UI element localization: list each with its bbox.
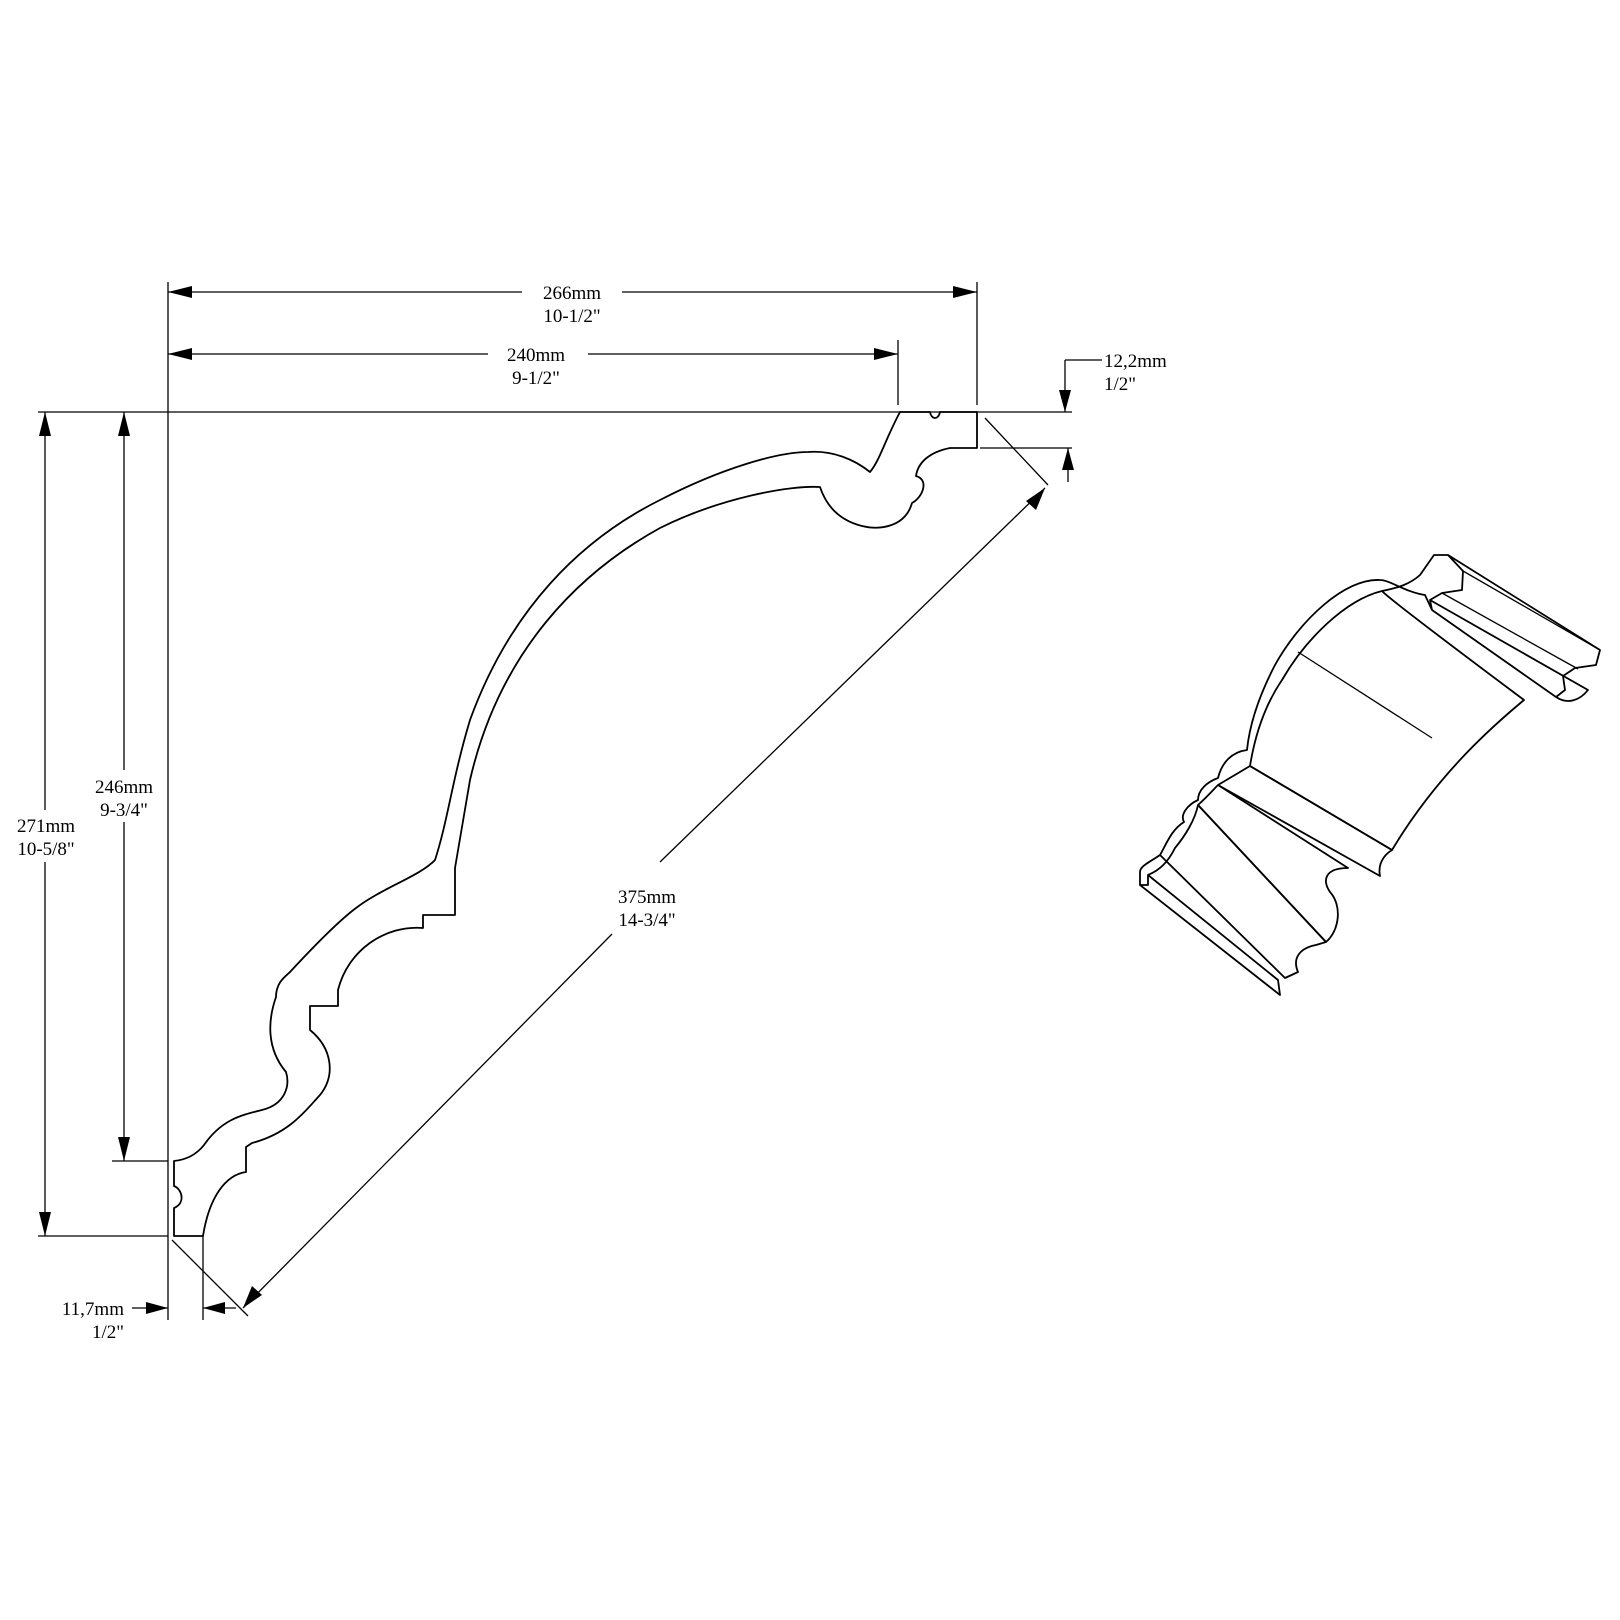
dimension-face-length: 375mm 14-3/4" [242,487,1046,1309]
drop-mm-label: 246mm [95,777,153,798]
extension-lines [38,282,1072,1320]
dimension-bottom-thickness: 11,7mm 1/2" [62,1299,236,1343]
drop-inch-label: 9-3/4" [100,800,148,821]
isometric-top-strip [1431,554,1601,698]
overall-width-mm-label: 266mm [543,283,601,304]
dimension-top-thickness: 12,2mm 1/2" [1059,351,1167,482]
dimension-overall-height: 271mm 10-5/8" [17,412,75,1236]
top-thickness-mm-label: 12,2mm [1104,351,1167,372]
isometric-bottom-edge [1139,874,1281,996]
isometric-cove-highlight [1297,651,1433,739]
overall-height-inch-label: 10-5/8" [17,839,74,860]
overall-width-inch-label: 10-1/2" [543,306,600,327]
dimension-projection: 240mm 9-1/2" [168,345,898,389]
projection-mm-label: 240mm [507,345,565,366]
projection-inch-label: 9-1/2" [512,368,560,389]
cornice-isometric-sketch [1139,554,1601,996]
overall-height-mm-label: 271mm [17,816,75,837]
top-thickness-inch-label: 1/2" [1104,374,1136,395]
isometric-top-groove [1441,592,1579,670]
isometric-lower-torus [1197,784,1349,943]
face-length-inch-label: 14-3/4" [618,910,675,931]
face-length-mm-label: 375mm [618,887,676,908]
isometric-top-edge [1462,570,1601,651]
isometric-top-fillet [1429,599,1589,702]
isometric-bottom-strip [1159,804,1327,979]
dimension-drop: 246mm 9-3/4" [95,412,153,1161]
dimension-overall-width: 266mm 10-1/2" [168,283,977,327]
cornice-profile-outline [173,411,978,1237]
bottom-thickness-mm-label: 11,7mm [62,1299,124,1320]
isometric-lower-mouldings [1217,765,1393,877]
isometric-cove-surface [1249,590,1525,851]
isometric-end-face [1139,554,1464,886]
bottom-thickness-inch-label: 1/2" [92,1322,124,1343]
